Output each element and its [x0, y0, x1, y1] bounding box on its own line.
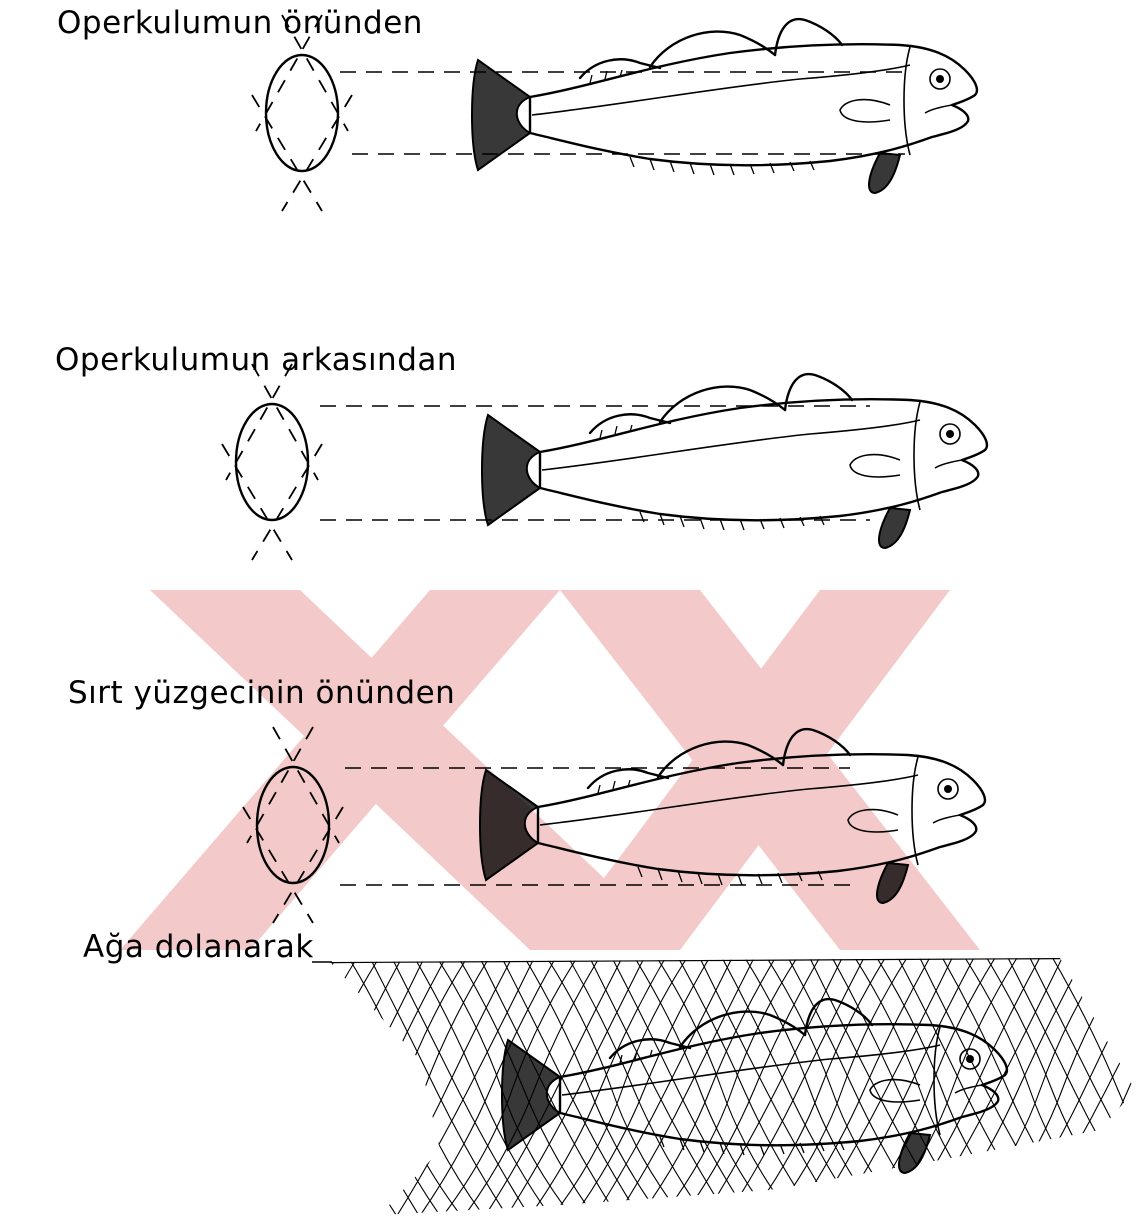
- net-strand-18: [0, 950, 76, 1222]
- net-strand-27: [0, 950, 76, 1222]
- net-strand-30: [58, 950, 208, 1222]
- net-strand-31: [0, 950, 120, 1222]
- net-strand-36: [124, 950, 274, 1222]
- net-strand-91: [630, 950, 780, 1222]
- net-strand-49: [168, 950, 318, 1222]
- net-strand-29: [0, 950, 98, 1222]
- net-strand-46: [234, 950, 384, 1222]
- net-strand-85: [564, 950, 714, 1222]
- net-strand-87: [586, 950, 736, 1222]
- net-strand-122: [1070, 950, 1137, 1222]
- net-strand-67: [366, 950, 516, 1222]
- net-strand-33: [0, 950, 142, 1222]
- net-strand-135: [1114, 950, 1137, 1222]
- net-strand-38: [146, 950, 296, 1222]
- net-strand-109: [828, 950, 978, 1222]
- net-strand-114: [982, 950, 1132, 1222]
- net-strand-104: [872, 950, 1022, 1222]
- net-strand-103: [762, 950, 912, 1222]
- net-strand-101: [740, 950, 890, 1222]
- net-strand-59: [278, 950, 428, 1222]
- net-strand-99: [718, 950, 868, 1222]
- net-strand-53: [212, 950, 362, 1222]
- net-strand-113: [872, 950, 1022, 1222]
- net-strand-123: [982, 950, 1132, 1222]
- net-strand-129: [1048, 950, 1137, 1222]
- net-strand-16: [0, 950, 54, 1222]
- net-strand-43: [102, 950, 252, 1222]
- net-strand-106: [894, 950, 1044, 1222]
- mesh-diagram-1: [252, 15, 352, 211]
- net-strand-96: [784, 950, 934, 1222]
- net-strand-23: [0, 950, 32, 1222]
- caption-dorsal-fin-front: Sırt yüzgecinin önünden: [68, 675, 455, 711]
- net-strand-34: [102, 950, 252, 1222]
- net-strand-63: [322, 950, 472, 1222]
- net-strand-88: [696, 950, 846, 1222]
- net-strand-42: [190, 950, 340, 1222]
- net-strand-50: [278, 950, 428, 1222]
- net-strand-48: [256, 950, 406, 1222]
- net-strand-74: [542, 950, 692, 1222]
- panel-operculum-behind: Operkulumun arkasından: [55, 342, 987, 560]
- net-strand-126: [1114, 950, 1137, 1222]
- net-strand-97: [696, 950, 846, 1222]
- net-strand-56: [344, 950, 494, 1222]
- net-strand-78: [586, 950, 736, 1222]
- net-strand-117: [916, 950, 1066, 1222]
- net-strand-90: [718, 950, 868, 1222]
- net-strand-65: [344, 950, 494, 1222]
- net-strand-92: [740, 950, 890, 1222]
- net-strand-24: [0, 950, 142, 1222]
- net-strand-51: [190, 950, 340, 1222]
- net-strand-14: [0, 950, 32, 1222]
- fish-drawing-1: [472, 19, 977, 193]
- net-strand-28: [36, 950, 186, 1222]
- net-strand-94: [762, 950, 912, 1222]
- net-strand-54: [322, 950, 472, 1222]
- net-strand-120: [1048, 950, 1137, 1222]
- net-drawing: [0, 950, 1137, 1222]
- net-strand-37: [36, 950, 186, 1222]
- caption-operculum-front: Operkulumun önünden: [57, 5, 423, 41]
- net-strand-68: [476, 950, 626, 1222]
- net-strand-40: [168, 950, 318, 1222]
- net-strand-131: [1070, 950, 1137, 1222]
- net-strand-20: [0, 950, 98, 1222]
- net-strand-47: [146, 950, 296, 1222]
- net-strand-45: [124, 950, 274, 1222]
- net-strand-52: [300, 950, 450, 1222]
- panel-operculum-front: Operkulumun önünden: [57, 5, 977, 211]
- mesh-diagram-2: [222, 364, 322, 560]
- panel-entangled: Ağa dolanarak: [0, 929, 1137, 1222]
- net-strand-12: [0, 950, 10, 1222]
- net-strand-57: [256, 950, 406, 1222]
- watermark-logo: [120, 590, 980, 950]
- net-strand-108: [916, 950, 1066, 1222]
- net-strand-21: [0, 950, 10, 1222]
- net-strand-25: [0, 950, 54, 1222]
- net-strand-39: [58, 950, 208, 1222]
- net-strand-26: [14, 950, 164, 1222]
- fish-drawing-2: [482, 374, 987, 548]
- net-strand-44: [212, 950, 362, 1222]
- net-strand-77: [476, 950, 626, 1222]
- caption-entangled: Ağa dolanarak: [83, 929, 314, 965]
- net-strand-127: [1026, 950, 1137, 1222]
- net-strand-58: [366, 950, 516, 1222]
- net-strand-22: [0, 950, 120, 1222]
- net-strand-118: [1026, 950, 1137, 1222]
- net-strand-55: [234, 950, 384, 1222]
- net-strand-41: [80, 950, 230, 1222]
- net-strand-83: [542, 950, 692, 1222]
- net-strand-82: [630, 950, 780, 1222]
- net-strand-115: [894, 950, 1044, 1222]
- net-strand-35: [14, 950, 164, 1222]
- net-strand-32: [80, 950, 230, 1222]
